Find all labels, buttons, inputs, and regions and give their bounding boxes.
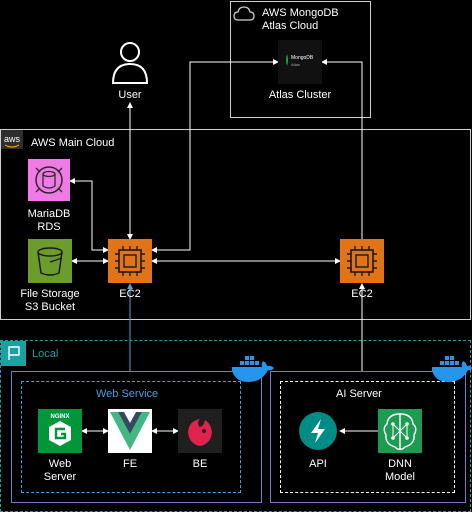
aws-badge-text: aws <box>4 134 21 144</box>
ai-server-title: AI Server <box>336 388 382 400</box>
ec2-right-icon <box>340 239 384 283</box>
nginx-icon: NGINX <box>38 409 82 453</box>
group-web-service <box>21 381 241 493</box>
aws-logo-icon <box>1 130 23 149</box>
s3-label: File Storage S3 Bucket <box>20 288 80 313</box>
docker-icon-ai <box>432 356 472 382</box>
ec2-left-label: EC2 <box>119 288 141 300</box>
nginx-logo-text: NGINX <box>50 414 69 420</box>
group-web-service-outer <box>11 371 262 503</box>
mongodb-logo-text: MongoDB <box>291 55 314 61</box>
be-label: BE <box>192 458 208 470</box>
dnn-label: DNN Model <box>385 458 415 483</box>
dnn-model-icon <box>378 409 422 453</box>
mariadb-rds-icon <box>28 159 70 201</box>
nestjs-icon <box>178 409 222 453</box>
vue-icon <box>108 409 152 453</box>
mariadb-label: MariaDB RDS <box>27 208 71 233</box>
ec2-left-icon <box>108 239 152 283</box>
docker-icon-web <box>232 356 274 382</box>
web-server-label: Web Server <box>43 458 77 483</box>
user-icon <box>111 42 149 84</box>
cloud-icon <box>233 6 255 21</box>
api-icon <box>299 412 337 450</box>
flag-icon <box>1 341 26 366</box>
web-service-title: Web Service <box>96 388 159 400</box>
atlas-cluster-label: Atlas Cluster <box>268 89 332 101</box>
edge-mariadb-ec2 <box>69 178 109 253</box>
mongo-cloud-title: AWS MongoDB Atlas Cloud <box>262 7 339 32</box>
fe-label: FE <box>122 458 138 470</box>
user-label: User <box>118 89 142 101</box>
mongodb-atlas-icon <box>278 40 322 84</box>
ec2-right-label: EC2 <box>351 288 373 300</box>
svg-text:Atlas: Atlas <box>291 62 300 67</box>
s3-bucket-icon <box>28 239 72 283</box>
group-ai-server <box>280 381 455 493</box>
api-label: API <box>309 458 327 470</box>
local-title: Local <box>32 348 59 360</box>
edge-atlas-ec2-right <box>321 59 363 239</box>
main-cloud-title: AWS Main Cloud <box>31 137 115 149</box>
group-ai-server-outer <box>270 371 466 503</box>
edge-ec2-atlas <box>151 59 279 253</box>
